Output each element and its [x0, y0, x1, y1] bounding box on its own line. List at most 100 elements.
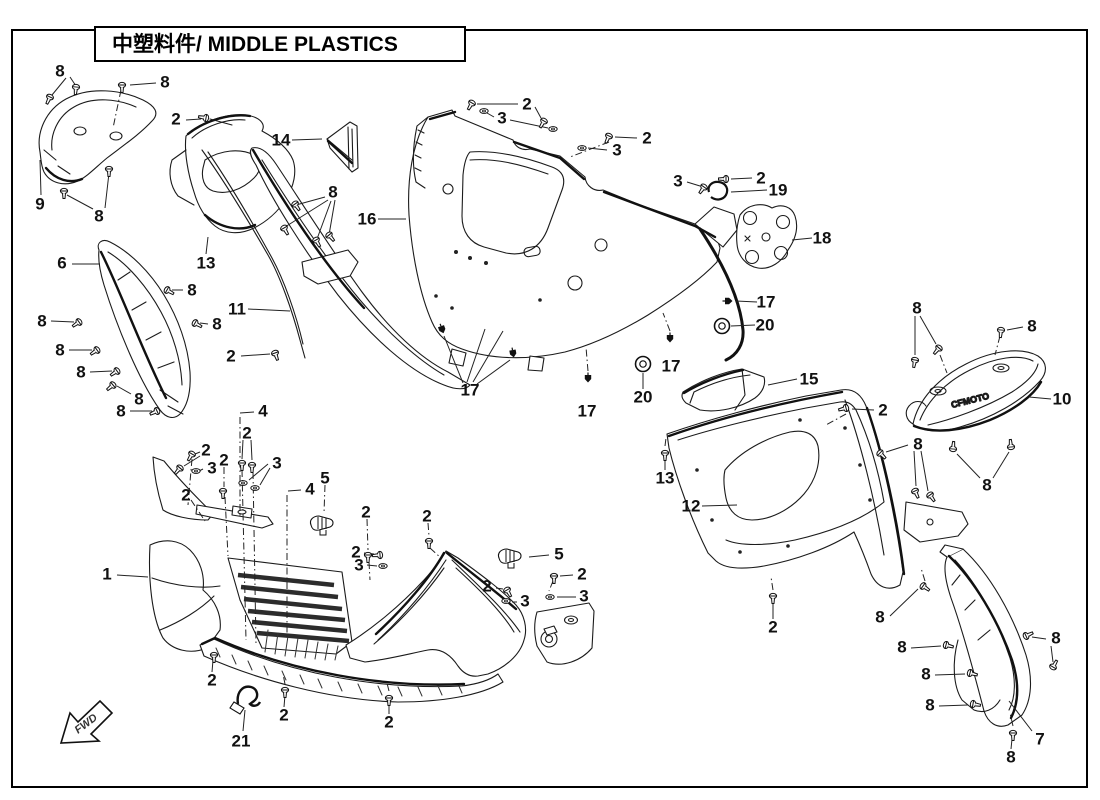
leader-line	[730, 177, 753, 180]
screw-icon	[1006, 438, 1016, 451]
callout-6: 6	[57, 254, 66, 273]
screw-icon	[1021, 629, 1035, 641]
leader-line	[920, 450, 929, 492]
screw-icon	[108, 366, 122, 379]
screw-icon	[70, 317, 84, 330]
leader-line	[1031, 636, 1047, 640]
latch-icon	[497, 548, 522, 569]
callout-3: 3	[520, 592, 529, 611]
screw-icon	[1048, 658, 1061, 672]
callout-5: 5	[320, 469, 329, 488]
callout-16: 16	[358, 210, 377, 229]
callout-8: 8	[134, 390, 143, 409]
leader-line	[472, 330, 504, 383]
leader-dash-line	[427, 522, 430, 537]
screw-icon	[104, 165, 114, 177]
callout-3: 3	[673, 172, 682, 191]
callout-17: 17	[461, 381, 480, 400]
screw-icon	[909, 356, 920, 369]
callout-4: 4	[305, 480, 315, 499]
part-13-front-fascia	[169, 114, 296, 234]
leader-dash-line	[112, 89, 122, 129]
screw-icon	[1008, 729, 1018, 741]
leader-line	[205, 236, 209, 255]
leader-line	[938, 704, 969, 707]
callout-2: 2	[878, 401, 887, 420]
callout-2: 2	[181, 486, 190, 505]
callout-2: 2	[279, 706, 288, 725]
leader-line	[366, 564, 378, 567]
part-7-lower-trim	[939, 544, 1032, 727]
screw-icon	[59, 187, 69, 199]
leader-dash-line	[825, 413, 847, 426]
part-18-gasket-plate	[736, 204, 798, 269]
leader-line	[199, 322, 209, 325]
leader-line	[89, 370, 113, 373]
callout-8: 8	[76, 363, 85, 382]
callout-8: 8	[1006, 748, 1015, 767]
callout-8: 8	[921, 665, 930, 684]
screw-icon	[162, 285, 176, 298]
leader-line	[1028, 396, 1052, 400]
part-21-u-bracket	[229, 685, 262, 715]
part-15-wedge-pad	[681, 368, 766, 412]
callout-2: 2	[201, 441, 210, 460]
leader-dash-line	[323, 484, 326, 514]
callout-2: 2	[422, 507, 431, 526]
screw-icon	[218, 487, 228, 499]
leader-line	[686, 181, 701, 187]
callout-5: 5	[554, 545, 563, 564]
leader-line	[248, 463, 269, 481]
leader-dash-line	[662, 312, 671, 332]
leader-line	[50, 320, 75, 323]
leader-dash-line	[224, 496, 229, 557]
part-14-corner-bracket	[326, 121, 359, 173]
screw-icon	[363, 551, 373, 563]
callout-2: 2	[577, 565, 586, 584]
leader-line	[250, 439, 253, 461]
screw-icon	[279, 223, 292, 237]
screw-icon	[930, 343, 944, 357]
callout-8: 8	[37, 312, 46, 331]
callout-3: 3	[497, 109, 506, 128]
leader-line	[910, 645, 942, 649]
callout-2: 2	[768, 618, 777, 637]
screw-icon	[237, 459, 247, 471]
leader-line	[51, 77, 67, 96]
leader-line	[239, 411, 255, 414]
leader-line	[104, 172, 110, 209]
screw-icon	[184, 449, 197, 463]
leader-line	[956, 453, 981, 479]
leader-line	[614, 136, 638, 139]
leader-line	[919, 315, 937, 345]
leader-line	[259, 467, 271, 486]
leader-line	[476, 359, 511, 385]
washer-icon	[479, 108, 489, 114]
callout-2: 2	[361, 503, 370, 522]
callout-4: 4	[258, 402, 268, 421]
callout-17: 17	[662, 357, 681, 376]
callout-2: 2	[522, 95, 531, 114]
callout-2: 2	[642, 129, 651, 148]
callout-17: 17	[757, 293, 776, 312]
leader-dash-line	[366, 518, 369, 551]
leader-dash-line	[664, 437, 667, 447]
callout-8: 8	[925, 696, 934, 715]
screw-icon	[660, 449, 670, 461]
callout-2: 2	[207, 671, 216, 690]
leader-line	[913, 450, 917, 487]
part-9-upper-bracket	[38, 90, 157, 185]
callout-19: 19	[769, 181, 788, 200]
callout-8: 8	[55, 341, 64, 360]
washer-icon	[548, 126, 558, 132]
callout-21: 21	[232, 732, 251, 751]
leader-dash-line	[241, 469, 247, 641]
screw-icon	[197, 112, 210, 123]
leader-dash-line	[770, 576, 774, 591]
latch-icon	[309, 515, 334, 536]
leader-line	[443, 335, 464, 384]
callout-8: 8	[912, 299, 921, 318]
screw-icon	[948, 440, 958, 453]
callout-2: 2	[384, 713, 393, 732]
